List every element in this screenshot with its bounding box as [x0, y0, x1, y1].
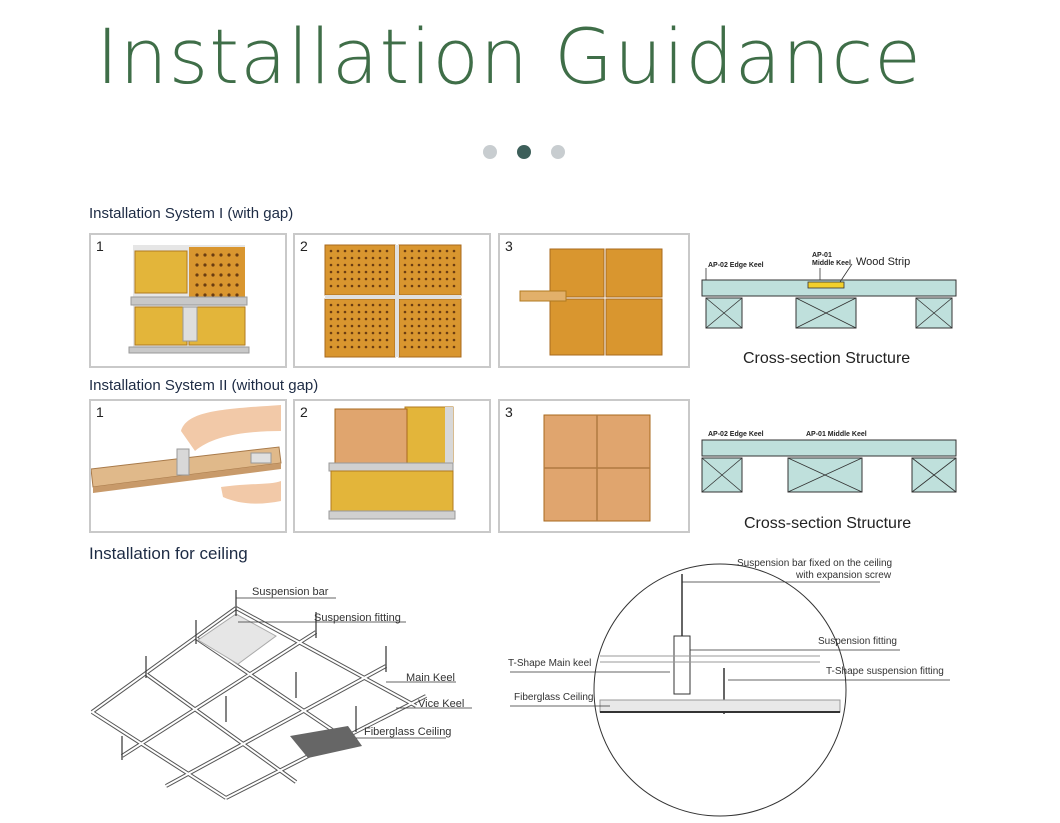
system1-step1-image [128, 245, 250, 354]
system1-middle-keel-code: AP-01 [812, 252, 832, 259]
system1-step2-number: 2 [300, 238, 308, 254]
system1-middle-keel-label: Middle Keel [812, 260, 851, 267]
ceiling-suspension-bar-label: Suspension bar [252, 586, 329, 598]
system1-step1-number: 1 [96, 238, 104, 254]
detail-fiberglass-ceiling-label: Fiberglass Ceiling [514, 692, 594, 703]
system1-label: Installation System I (with gap) [89, 205, 294, 222]
system2-cross-section-caption: Cross-section Structure [744, 515, 912, 532]
carousel-dot-2[interactable] [517, 145, 531, 159]
ceiling-label: Installation for ceiling [89, 544, 248, 563]
system1-cross-section-caption: Cross-section Structure [743, 350, 911, 367]
system2-step3-panel: 3 [498, 399, 690, 533]
ceiling-fiberglass-label: Fiberglass Ceiling [364, 726, 452, 738]
detail-bar-fixed-line2: with expansion screw [796, 570, 892, 581]
detail-bar-fixed-line1: Suspension bar fixed on the ceiling [737, 558, 893, 569]
system2-step2-number: 2 [300, 404, 308, 420]
system2-label: Installation System II (without gap) [89, 377, 319, 394]
system2-step1-number: 1 [96, 404, 104, 420]
system2-step1-panel: 1 [89, 399, 287, 533]
system2-step2-image [328, 406, 456, 520]
system2-step3-image [543, 414, 651, 522]
system1-step3-panel: 3 [498, 233, 690, 368]
carousel-dots [483, 145, 565, 159]
ceiling-grid-diagram [90, 590, 472, 800]
system2-step2-panel: 2 [293, 399, 491, 533]
system1-step2-image [324, 244, 462, 358]
system1-edge-keel-label: AP-02 Edge Keel [708, 262, 764, 269]
ceiling-detail-diagram [510, 563, 950, 817]
system1-step3-image [519, 248, 663, 356]
page-title: Installation Guidance [96, 12, 922, 101]
carousel-dot-3[interactable] [551, 145, 565, 159]
detail-suspension-fitting-label: Suspension fitting [818, 636, 897, 647]
ceiling-vice-keel-label: Vice Keel [418, 698, 465, 710]
system1-step3-number: 3 [505, 238, 513, 254]
system2-middle-keel-label: AP-01 Middle Keel [806, 431, 867, 438]
system2-step3-number: 3 [505, 404, 513, 420]
system1-wood-strip-label: Wood Strip [856, 256, 911, 268]
system1-step2-panel: 2 [293, 233, 491, 368]
detail-t-shape-suspension-fitting-label: T-Shape suspension fitting [826, 666, 944, 677]
carousel-dot-1[interactable] [483, 145, 497, 159]
system1-step1-panel: 1 [89, 233, 287, 368]
system2-cross-section-diagram [701, 439, 957, 493]
detail-t-shape-main-keel-label: T-Shape Main keel [508, 658, 592, 669]
system2-edge-keel-label: AP-02 Edge Keel [708, 431, 764, 438]
ceiling-suspension-fitting-label: Suspension fitting [314, 612, 401, 624]
system1-cross-section-diagram [701, 263, 957, 329]
ceiling-main-keel-label: Main Keel [406, 672, 455, 684]
system2-step1-image [91, 405, 282, 504]
